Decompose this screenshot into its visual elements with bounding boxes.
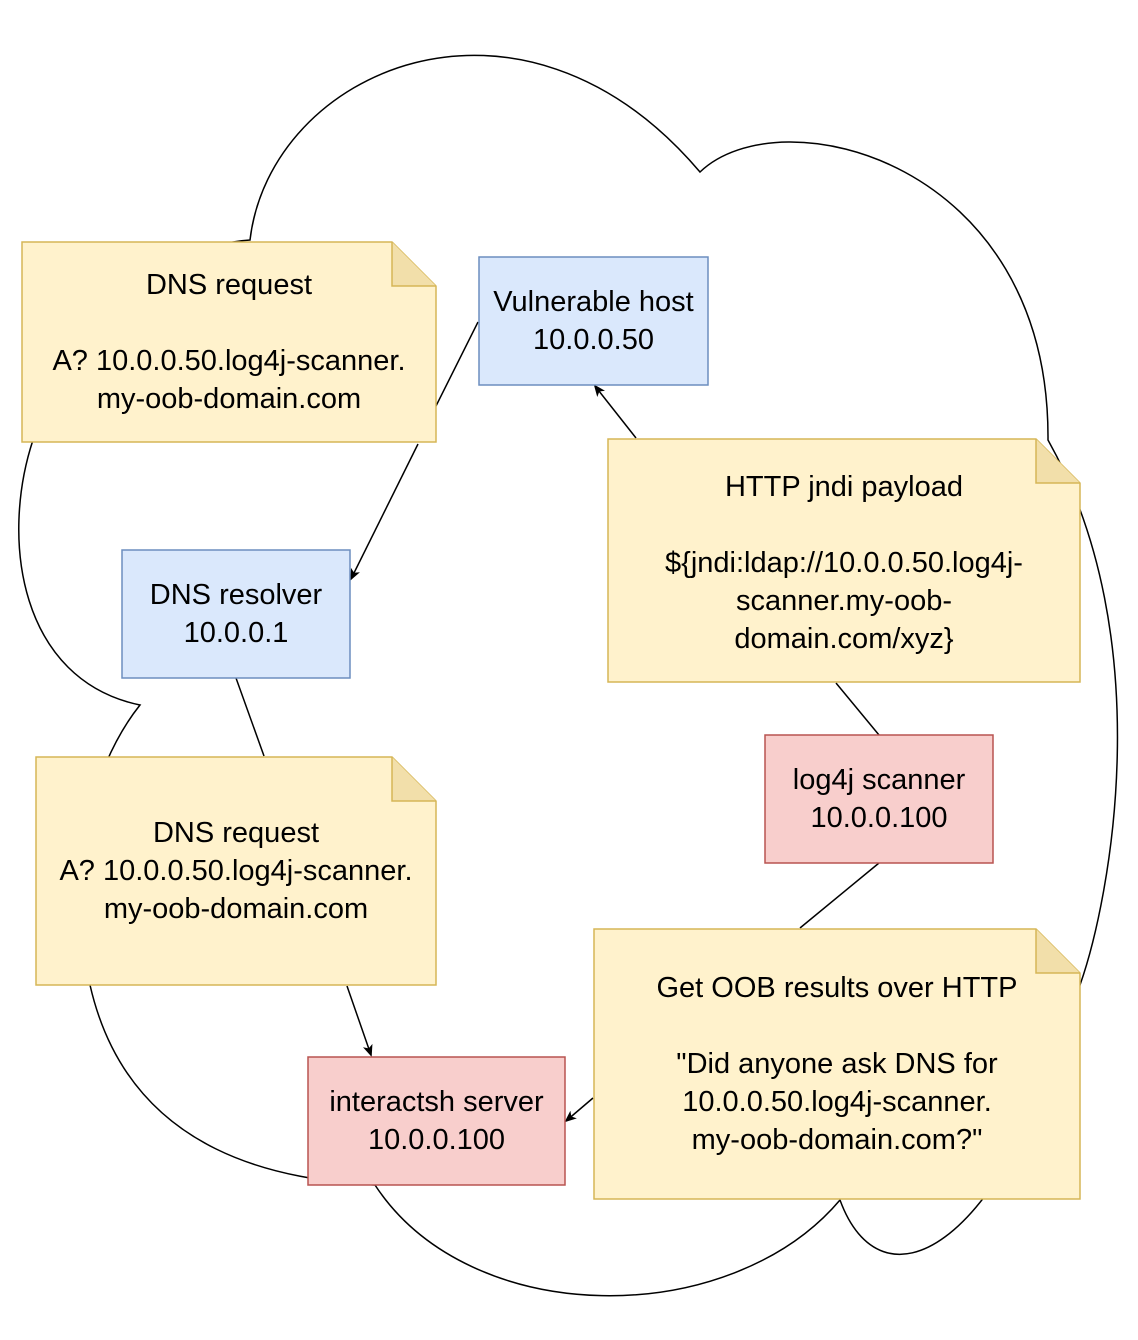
node-vulnerable-host-text: Vulnerable host 10.0.0.50 (479, 257, 708, 385)
note-oob-results (593, 928, 1081, 1200)
node-interactsh-server-text: interactsh server 10.0.0.100 (308, 1057, 565, 1185)
note-line: 10.0.0.50.log4j-scanner. (682, 1086, 992, 1118)
note-title: HTTP jndi payload (724, 471, 964, 503)
node-dns-resolver-text: DNS resolver 10.0.0.1 (122, 550, 350, 678)
note-line: domain.com/xyz} (734, 623, 954, 655)
note-dns-request-bottom (35, 756, 437, 986)
connector-scanner-to-payload (835, 682, 880, 736)
note-line: my-oob-domain.com (103, 893, 369, 925)
note-http-jndi-payload (607, 438, 1081, 683)
node-log4j-scanner (764, 734, 994, 864)
connector-host-to-dns-note (435, 321, 479, 407)
node-ip: 10.0.0.50 (533, 324, 654, 356)
note-title: Get OOB results over HTTP (656, 972, 1018, 1004)
note-dns-request-top (21, 241, 437, 443)
arrow-payload-to-host (593, 384, 637, 439)
arrow-dns-note-to-resolver (350, 443, 419, 581)
connector-scanner-to-oob-note (799, 862, 880, 929)
node-interactsh-server (307, 1056, 566, 1186)
note-oob-results-text: Get OOB results over HTTP "Did anyone as… (594, 950, 1080, 1178)
note-title: DNS request (152, 817, 319, 849)
node-ip: 10.0.0.100 (810, 802, 948, 834)
note-line: ${jndi:ldap://10.0.0.50.log4j- (665, 547, 1023, 579)
node-name: log4j scanner (792, 764, 966, 796)
note-line: scanner.my-oob- (736, 585, 952, 617)
node-vulnerable-host (478, 256, 709, 386)
node-name: Vulnerable host (493, 286, 694, 318)
note-line: "Did anyone ask DNS for (676, 1048, 998, 1080)
note-line: A? 10.0.0.50.log4j-scanner. (52, 345, 406, 377)
note-dns-request-bottom-text: DNS request A? 10.0.0.50.log4j-scanner. … (36, 757, 436, 985)
note-line: my-oob-domain.com (96, 383, 362, 415)
node-name: interactsh server (329, 1086, 544, 1118)
note-line: my-oob-domain.com?" (691, 1124, 983, 1156)
node-ip: 10.0.0.100 (367, 1124, 506, 1156)
note-line: A? 10.0.0.50.log4j-scanner. (59, 855, 413, 887)
note-http-jndi-payload-text: HTTP jndi payload ${jndi:ldap://10.0.0.5… (608, 450, 1080, 676)
node-log4j-scanner-text: log4j scanner 10.0.0.100 (765, 735, 993, 863)
node-ip: 10.0.0.1 (183, 617, 289, 649)
note-dns-request-top-text: DNS request A? 10.0.0.50.log4j-scanner. … (22, 248, 436, 436)
node-dns-resolver (121, 549, 351, 679)
arrow-dns-note-to-interactsh (346, 985, 373, 1057)
note-title: DNS request (145, 269, 312, 301)
node-name: DNS resolver (149, 579, 323, 611)
arrow-oob-note-to-interactsh (564, 1097, 594, 1123)
connector-resolver-to-dns-note (235, 677, 265, 757)
